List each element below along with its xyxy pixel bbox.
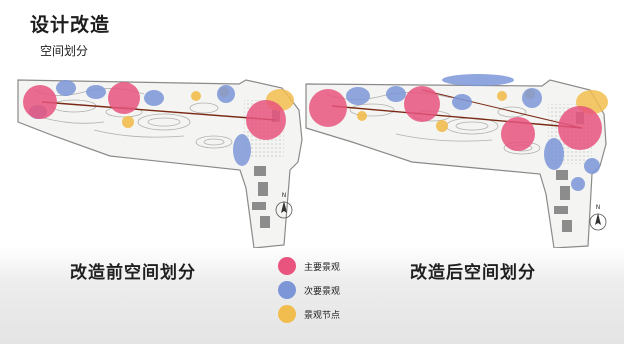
main-axis: [331, 105, 583, 129]
secondary-axis: [421, 89, 583, 129]
north-arrow: N: [275, 192, 293, 219]
legend-label-primary: 主要景观: [304, 262, 341, 273]
page-subtitle: 空间划分: [40, 44, 89, 58]
legend-item-secondary: 次要景观: [278, 278, 340, 302]
caption-before: 改造前空间划分: [70, 263, 196, 283]
legend-label-node: 景观节点: [304, 310, 341, 321]
site-map-before: N: [17, 79, 303, 248]
legend-swatch-node: [278, 305, 296, 323]
legend-item-node: 景观节点: [278, 302, 340, 326]
legend-label-secondary: 次要景观: [304, 286, 341, 297]
legend-swatch-primary: [278, 257, 296, 275]
site-boundary: [17, 79, 303, 248]
legend: 主要景观 次要景观 景观节点: [278, 254, 340, 326]
page-title: 设计改造: [30, 14, 111, 36]
caption-after: 改造后空间划分: [410, 263, 536, 283]
primary-landscapes: [309, 86, 602, 151]
primary-landscapes: [23, 82, 286, 140]
secondary-landscapes: [346, 86, 600, 191]
north-arrow: N: [589, 204, 607, 231]
main-axis: [41, 101, 277, 121]
site-boundary: [305, 79, 607, 248]
legend-swatch-secondary: [278, 281, 296, 299]
legend-item-primary: 主要景观: [278, 254, 340, 278]
north-label: N: [596, 204, 601, 211]
site-map-after: N: [305, 74, 608, 248]
north-label: N: [282, 192, 287, 199]
